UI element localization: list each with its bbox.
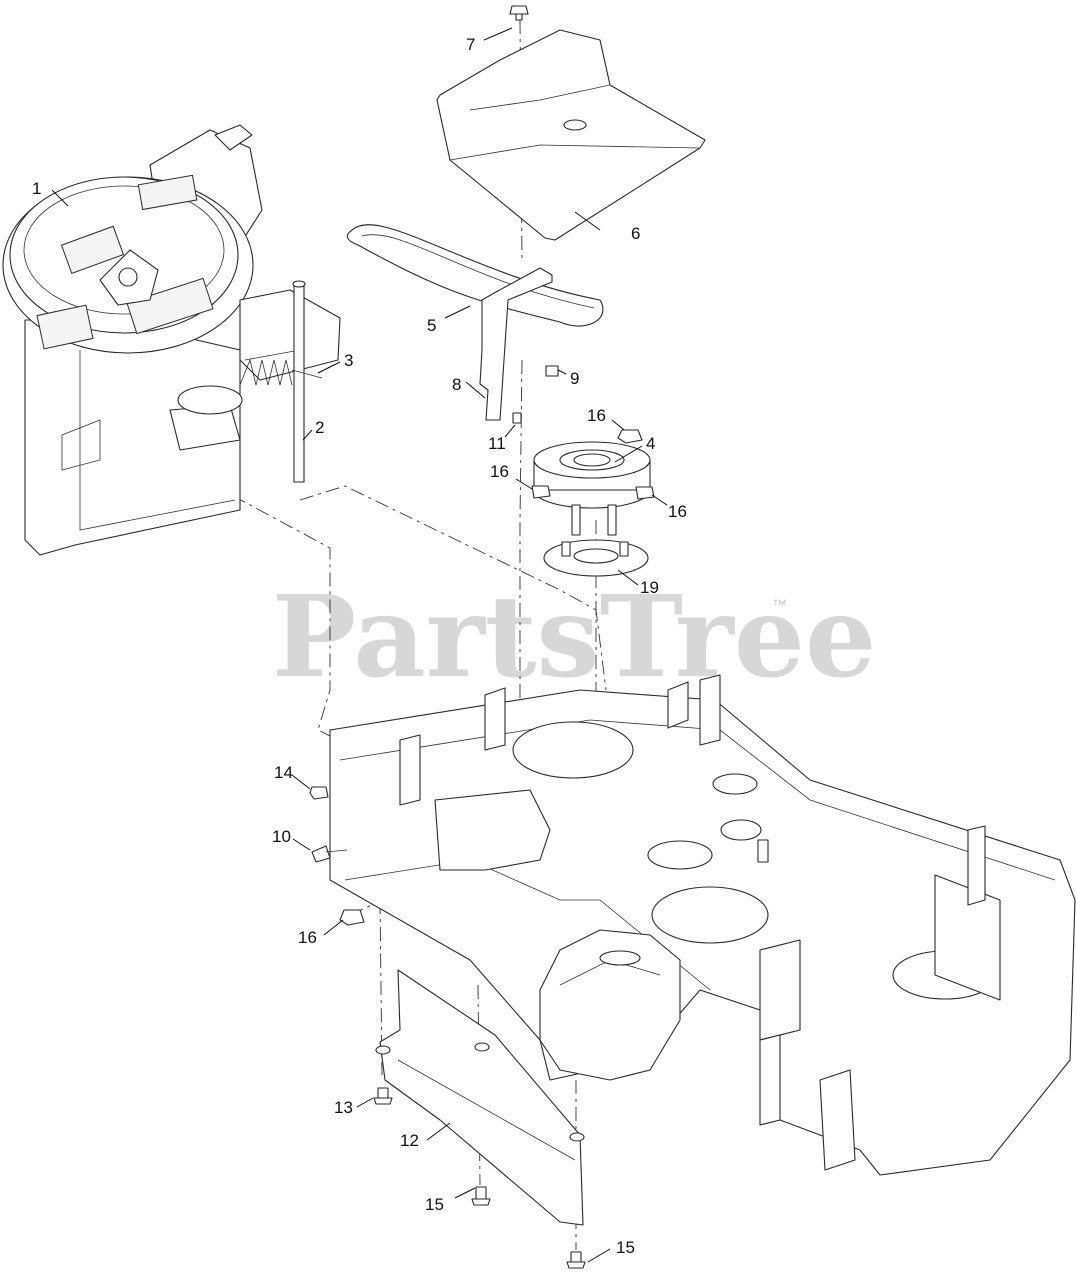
bolt-15a	[471, 1186, 491, 1206]
callout-16c: 16	[668, 502, 687, 521]
nut-16-top	[617, 429, 643, 444]
nut-16-right	[635, 486, 655, 500]
callouts: 1 2 3 4 5 6 7 8 9 10 11 12 13 14 15 15 1…	[32, 35, 687, 1257]
deck-cover-assembly	[2, 124, 341, 556]
spring	[239, 358, 323, 386]
callout-11: 11	[488, 434, 506, 453]
spacer-plate	[543, 539, 649, 577]
callout-4: 4	[646, 434, 655, 453]
rod	[292, 280, 306, 483]
watermark-trademark: ™	[772, 597, 787, 614]
pulley	[533, 441, 651, 536]
watermark: PartsTree ™	[272, 572, 876, 703]
mower-deck	[329, 674, 1076, 1176]
callout-5: 5	[427, 316, 436, 335]
nut-16-left	[531, 485, 551, 499]
callout-16b: 16	[490, 462, 509, 481]
deck-housing	[539, 929, 681, 1081]
belt-cover	[436, 29, 706, 241]
callout-6: 6	[631, 224, 640, 243]
top-bolt	[509, 5, 529, 21]
callout-15a: 15	[425, 1195, 444, 1214]
callout-10: 10	[272, 827, 291, 846]
callout-13: 13	[334, 1098, 353, 1117]
callout-19: 19	[640, 578, 659, 597]
clip-9	[545, 365, 559, 377]
bolt-10	[311, 845, 348, 863]
callout-16a: 16	[587, 406, 606, 425]
lower-guard	[375, 969, 585, 1226]
drive-belt	[346, 224, 604, 327]
callout-12: 12	[400, 1131, 419, 1150]
callout-1: 1	[32, 179, 41, 198]
bolt-13	[373, 1087, 393, 1105]
callout-14: 14	[274, 763, 293, 782]
callout-15b: 15	[616, 1238, 635, 1257]
callout-9: 9	[570, 369, 579, 388]
nut-16-lower	[339, 909, 365, 926]
watermark-text: PartsTree	[272, 572, 876, 703]
callout-8: 8	[452, 375, 461, 394]
leader-lines	[51, 27, 668, 1263]
bolt-15b	[566, 1251, 586, 1269]
bracket	[479, 267, 553, 421]
callout-7: 7	[466, 35, 475, 54]
callout-16d: 16	[298, 928, 317, 947]
clip-11	[512, 412, 522, 424]
callout-2: 2	[315, 418, 324, 437]
bolt-14	[309, 786, 329, 800]
callout-3: 3	[344, 351, 353, 370]
